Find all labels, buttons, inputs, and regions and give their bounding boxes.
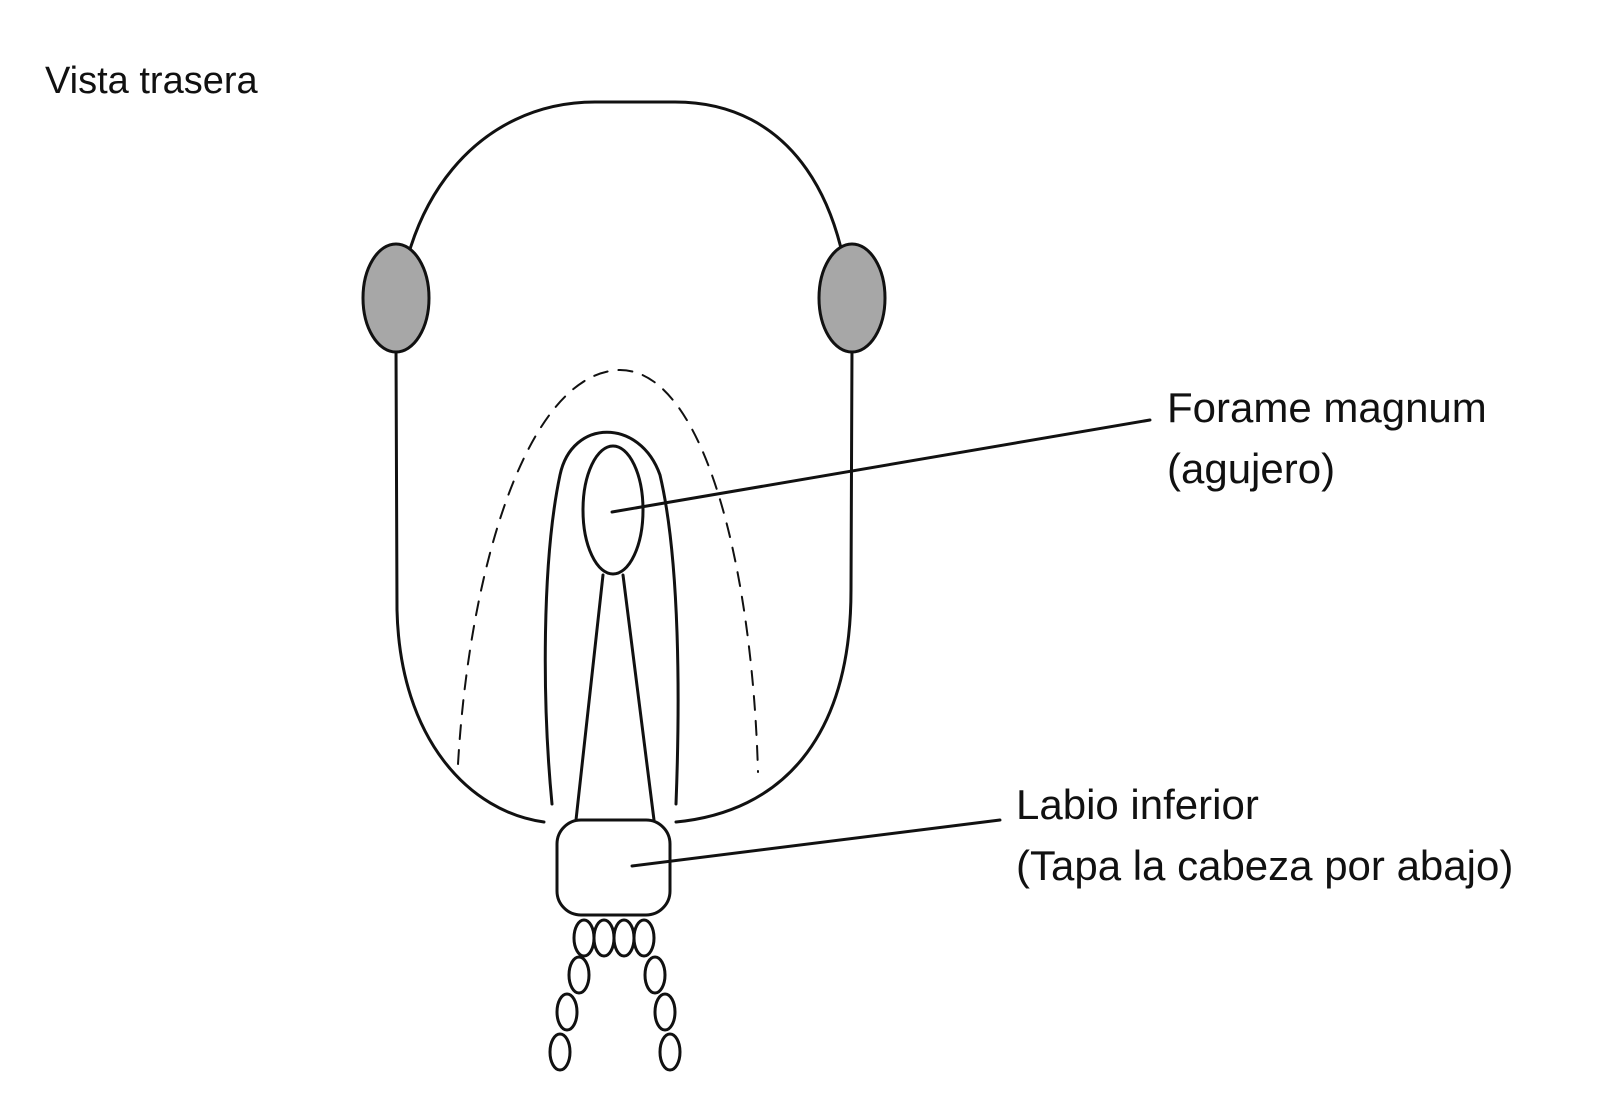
dashed-inner-contour bbox=[457, 369, 759, 773]
palp-segment bbox=[572, 918, 596, 958]
right-compound-eye bbox=[817, 242, 887, 354]
foramen-label-subtitle: (agujero) bbox=[1167, 445, 1336, 492]
palp-segment bbox=[658, 1032, 682, 1072]
neck-connector bbox=[574, 573, 656, 822]
left-compound-eye bbox=[361, 242, 431, 354]
palp-segment bbox=[612, 918, 636, 958]
foramen-leader-line bbox=[610, 418, 1152, 514]
palp-segment bbox=[548, 1032, 572, 1072]
labial-palps bbox=[548, 918, 682, 1072]
palp-segment bbox=[643, 955, 667, 995]
occipital-arch bbox=[543, 430, 680, 806]
labium-label-subtitle: (Tapa la cabeza por abajo) bbox=[1016, 842, 1514, 889]
foramen-magnum bbox=[581, 444, 645, 576]
foramen-label-title: Forame magnum bbox=[1167, 384, 1487, 431]
view-title: Vista trasera bbox=[45, 60, 258, 102]
head-capsule-outline bbox=[394, 100, 854, 824]
palp-segment bbox=[567, 955, 591, 995]
palp-segment bbox=[632, 918, 656, 958]
palp-segment bbox=[555, 992, 579, 1032]
labium-leader-line bbox=[630, 818, 1002, 868]
labium bbox=[555, 818, 672, 917]
palp-segment bbox=[653, 992, 677, 1032]
labium-label-title: Labio inferior bbox=[1016, 781, 1259, 828]
palp-segment bbox=[592, 918, 616, 958]
